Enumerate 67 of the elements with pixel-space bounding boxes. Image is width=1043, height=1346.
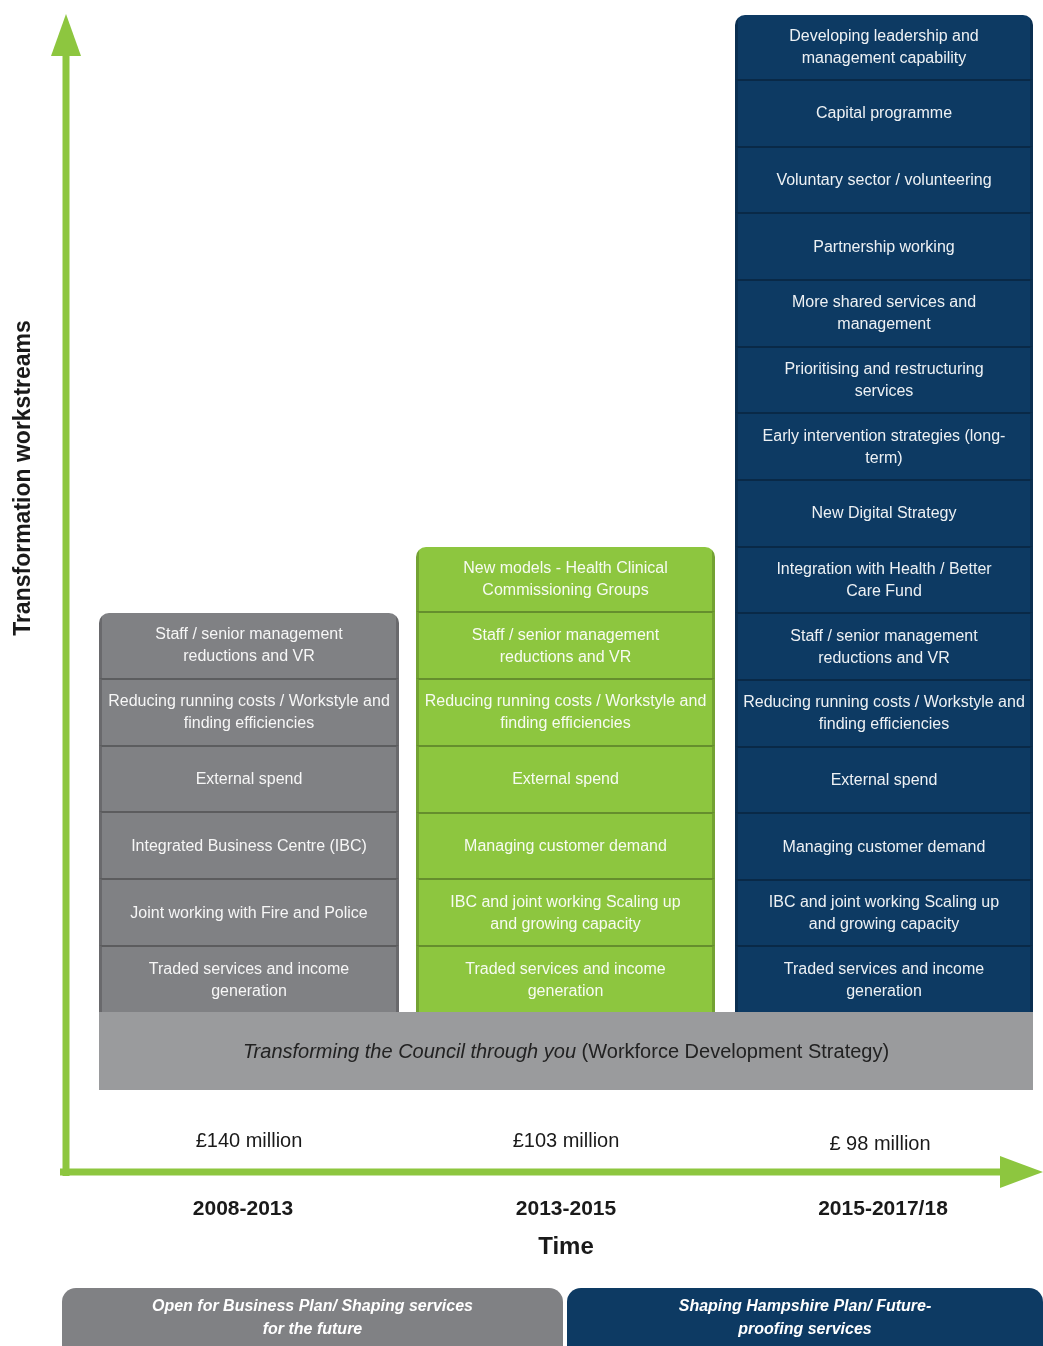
workstream-box xyxy=(735,212,1033,280)
workstream-box xyxy=(735,412,1033,479)
workstream-text: External spend xyxy=(830,769,938,790)
workstream-box xyxy=(416,878,715,946)
workstream-text: Traded services and income generation xyxy=(147,958,351,1001)
workstream-box xyxy=(735,745,1033,813)
workstream-text: More shared services and management xyxy=(790,292,978,335)
workstream-box xyxy=(735,545,1033,613)
axis-title: Time xyxy=(538,1232,594,1260)
workstream-box xyxy=(416,744,715,812)
amount-label: £103 million xyxy=(512,1128,620,1152)
plan-title: Open for Business Plan/ Shaping services for the future xyxy=(152,1296,473,1339)
workstream-text: External spend xyxy=(512,769,619,790)
workstream-text: Staff / senior management reductions and VR xyxy=(789,625,979,668)
workstream-text: Staff / senior management reductions and VR xyxy=(470,624,661,667)
amount-label: £ 98 million xyxy=(829,1131,931,1155)
workstream-text: IBC and joint working Scaling up and growing capacity xyxy=(449,891,682,934)
workstream-box xyxy=(735,345,1033,413)
workstream-text: Partnership working xyxy=(813,236,955,257)
workstream-box xyxy=(735,812,1033,879)
workstream-box xyxy=(735,878,1033,946)
workstream-box xyxy=(99,744,399,812)
workstream-box xyxy=(99,878,399,946)
period-label: 2013-2015 xyxy=(515,1196,617,1220)
workstream-text: Reducing running costs / Workstyle and finding efficiencies xyxy=(107,691,391,734)
workstream-box xyxy=(416,611,715,679)
plan-banner xyxy=(567,1288,1043,1346)
axis-title: Transformation workstreams xyxy=(8,320,36,636)
workstream-text: Voluntary sector / volunteering xyxy=(776,170,992,191)
workstream-text: External spend xyxy=(195,769,303,790)
workstream-text: IBC and joint working Scaling up and growing capacity xyxy=(767,892,1001,935)
workstream-text: Joint working with Fire and Police xyxy=(130,902,368,923)
workstream-text: New models - Health Clinical Commissioning Groups xyxy=(462,557,669,600)
period-label: 2008-2013 xyxy=(192,1196,294,1220)
strategy-text: Transforming the Council through you (Workforce Development Strategy) xyxy=(242,1039,890,1063)
workstream-text: Reducing running costs / Workstyle and finding efficiencies xyxy=(742,692,1026,735)
workstream-box xyxy=(99,811,399,879)
strategy-band xyxy=(99,1012,1033,1090)
workstream-text: Reducing running costs / Workstyle and finding efficiencies xyxy=(423,691,708,734)
workstream-box xyxy=(735,612,1033,679)
workstream-text: Managing customer demand xyxy=(782,836,986,857)
workstream-text: Staff / senior management reductions and VR xyxy=(154,624,344,667)
workstream-text: Developing leadership and management capability xyxy=(788,25,980,68)
plan-banner xyxy=(62,1288,563,1346)
period-label: 2015-2017/18 xyxy=(818,1196,948,1220)
workstream-text: Managing customer demand xyxy=(464,836,667,856)
workstream-box xyxy=(735,79,1033,146)
column-panel xyxy=(99,613,399,1012)
workstream-box xyxy=(735,145,1033,213)
workstream-text: Early intervention strategies (long-term) xyxy=(761,425,1007,468)
plan-title: Shaping Hampshire Plan/ Future-proofing services xyxy=(677,1296,933,1339)
amount-label: £140 million xyxy=(195,1128,303,1152)
workstream-box xyxy=(735,279,1033,346)
workstream-text: Prioritising and restructuring services xyxy=(783,359,985,401)
column-panel xyxy=(416,546,715,1012)
workstream-text: Integrated Business Centre (IBC) xyxy=(131,835,367,856)
workstream-box xyxy=(416,811,715,879)
workstream-text: Traded services and income generation xyxy=(464,958,667,1001)
workstream-box xyxy=(99,677,399,745)
workstream-text: Capital programme xyxy=(815,103,953,124)
workstream-box xyxy=(735,678,1033,746)
workstream-box xyxy=(735,479,1033,546)
workstream-text: Integration with Health / Better Care Fund xyxy=(775,558,993,601)
workstream-box xyxy=(416,678,715,745)
column-panel xyxy=(735,14,1033,1012)
workstream-text: New Digital Strategy xyxy=(811,503,957,524)
workstream-text: Traded services and income generation xyxy=(782,958,986,1001)
